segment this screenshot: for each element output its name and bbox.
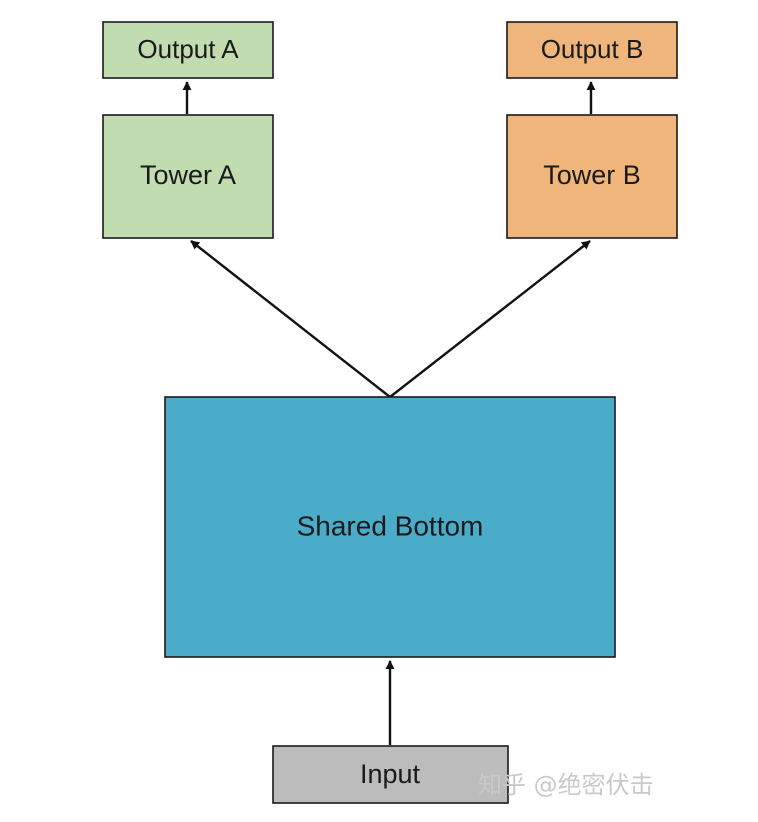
shared-bottom-box [164, 396, 616, 658]
output-a-label: Output A [137, 34, 239, 64]
tower-b-box [506, 114, 678, 239]
edge-shared-bottom-to-tower-a [190, 240, 391, 398]
node-tower-b: Tower B [506, 114, 678, 239]
watermark: 知乎 @绝密伏击 [478, 771, 654, 799]
node-output-a: Output A [102, 21, 274, 79]
edges-layer [182, 81, 596, 745]
input-label: Input [360, 759, 421, 789]
tower-a-box [102, 114, 274, 239]
node-output-b: Output B [506, 21, 678, 79]
node-input: Input [272, 745, 509, 804]
output-b-box [506, 21, 678, 79]
shared-bottom-label: Shared Bottom [297, 510, 484, 541]
node-tower-a: Tower A [102, 114, 274, 239]
node-shared-bottom: Shared Bottom [164, 396, 616, 658]
input-box [272, 745, 509, 804]
output-b-label: Output B [541, 34, 644, 64]
tower-b-label: Tower B [543, 160, 641, 190]
edge-shared-bottom-to-tower-b [389, 240, 591, 398]
tower-a-label: Tower A [140, 160, 236, 190]
output-a-box [102, 21, 274, 79]
